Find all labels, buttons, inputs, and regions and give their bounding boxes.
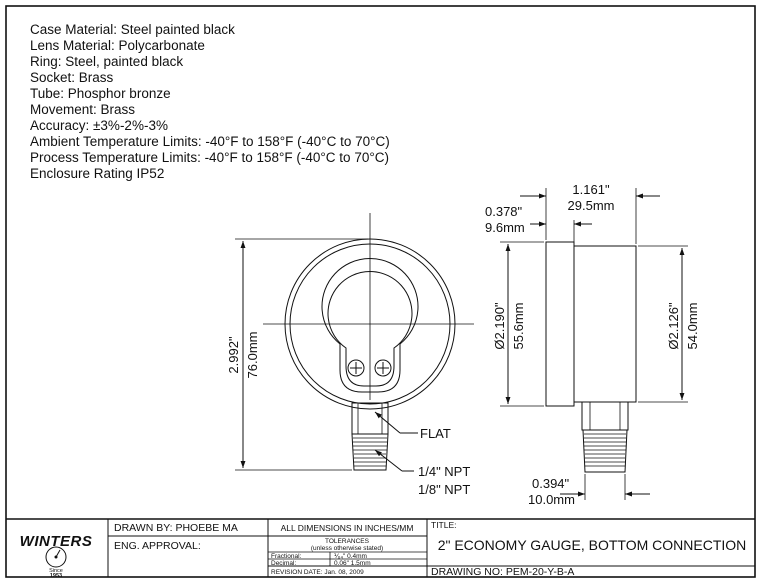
thread-npt-2: 1/8" NPT [418,482,470,497]
thread-npt-1: 1/4" NPT [418,464,470,479]
fractional-value: ⅟₆₄" 0.4mm [334,553,367,560]
front-thread-lines [353,437,387,467]
title-label: TITLE: [431,520,457,530]
depth-mm: 29.5mm [568,198,615,213]
logo-since: Since [49,568,63,574]
front-case-outer [289,243,451,405]
spec-lens: Lens Material: Polycarbonate [30,38,205,53]
stem-in: 0.394" [532,476,570,491]
screw-right [374,359,392,377]
spec-movement: Movement: Brass [30,102,135,117]
depth-in: 1.161" [572,182,610,197]
side-thread [582,429,628,473]
side-socket-hex [581,401,629,431]
spec-ring: Ring: Steel, painted black [30,54,183,69]
winters-logo: WINTERS Since 1953 [20,533,93,579]
drawn-by: DRAWN BY: PHOEBE MA [114,522,238,534]
decimal-value: 0.06" 1.5mm [334,560,371,567]
lens-mm: 9.6mm [485,220,525,235]
front-keyhole-inner [327,271,413,387]
sheet-border [5,5,756,578]
spec-socket: Socket: Brass [30,70,114,85]
spec-tube: Tube: Phosphor bronze [30,86,171,101]
revision-date: REVISION DATE: Jan. 08, 2009 [271,569,364,576]
thread-leader [374,449,403,472]
spec-enclosure: Enclosure Rating IP52 [30,166,164,181]
ring-dia-in: Ø2.190" [492,302,507,350]
side-ring [545,241,575,407]
side-view: 1.161" 29.5mm 0.378" 9.6mm Ø2.190" 55.6m… [485,182,700,507]
screw-left [347,359,365,377]
tolerances-note: (unless otherwise stated) [311,545,383,552]
front-view: 2.992" 76.0mm FLAT 1/4" NPT 1/8" NPT [226,213,474,497]
drawing-number: DRAWING NO: PEM-20-Y-B-A [431,566,574,578]
spec-accuracy: Accuracy: ±3%-2%-3% [30,118,168,133]
logo-year: 1953 [50,573,62,579]
front-thread [351,433,389,471]
spec-list: Case Material: Steel painted black Lens … [30,22,390,181]
logo-text: WINTERS [20,533,93,550]
spec-process-temp: Process Temperature Limits: -40°F to 158… [30,150,389,165]
case-dia-in: Ø2.126" [666,302,681,350]
side-case [573,245,637,403]
flat-leader [374,411,401,434]
gauge-icon [45,546,67,568]
case-dia-mm: 54.0mm [685,303,700,350]
dimensions-note: ALL DIMENSIONS IN INCHES/MM [281,523,414,533]
drawing-title: 2" ECONOMY GAUGE, BOTTOM CONNECTION [438,537,747,553]
side-thread-lines [584,433,626,467]
lens-in: 0.378" [485,204,523,219]
spec-case: Case Material: Steel painted black [30,22,235,37]
fractional-label: Fractional: [271,553,302,560]
flat-label: FLAT [420,426,451,441]
height-in: 2.992" [226,336,241,374]
ring-dia-mm: 55.6mm [511,303,526,350]
front-keyhole-outer [321,258,419,393]
title-block: WINTERS Since 1953 DRAWN BY: PHOEBE MA E… [6,518,755,579]
front-ring-outer [284,238,456,410]
spec-ambient-temp: Ambient Temperature Limits: -40°F to 158… [30,134,390,149]
eng-approval: ENG. APPROVAL: [114,540,201,552]
tolerances-title: TOLERANCES [325,538,370,545]
decimal-label: Decimal: [271,560,296,567]
stem-mm: 10.0mm [528,492,575,507]
height-mm: 76.0mm [245,332,260,379]
